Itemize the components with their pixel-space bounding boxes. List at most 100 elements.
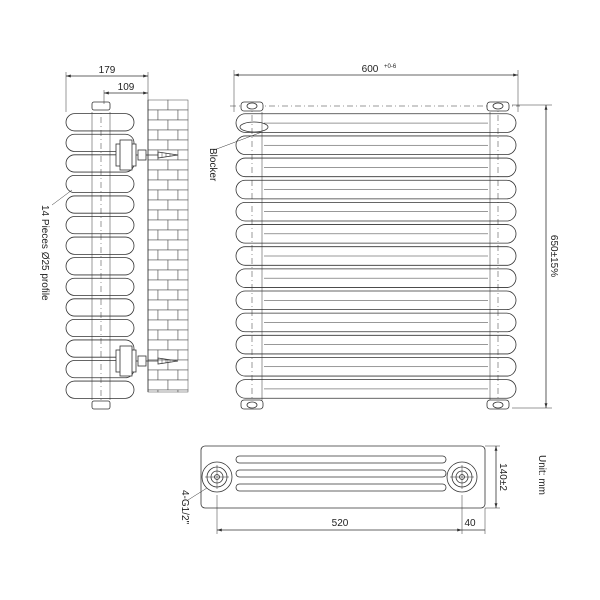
wall-brick [177,329,189,341]
wall-brick [177,189,189,201]
plan-slot [235,483,447,492]
front-height-dimension: 650±15% [548,235,559,277]
wall-brick [147,289,159,301]
wall-brick [167,259,189,271]
bracket-depth-dimension: 109 [118,82,135,93]
side-tube-row [65,195,135,214]
lower-wall-bracket [115,345,179,377]
plan-slot [235,455,447,464]
wall-brick [157,309,179,321]
front-bottom-left-plug [240,399,264,410]
wall-brick [147,159,169,171]
wall-brick [147,169,159,181]
wall-brick [147,369,159,381]
wall-brick [177,209,189,221]
side-tube-row [65,380,135,399]
side-view: 179 109 14 Pieces Ø25 profile [39,65,189,410]
wall-brick [147,99,169,111]
left-connection [201,461,233,493]
front-width-dimension: 600 [362,64,379,75]
wall-brick [157,189,179,201]
wall-brick [147,219,169,231]
wall-brick [177,309,189,321]
right-connection [446,461,478,493]
wall-brick [177,289,189,301]
plan-length-dimension: 520 [332,518,349,529]
wall-brick [147,199,169,211]
wall-brick [177,109,189,121]
wall-brick [147,269,159,281]
side-tube-row [65,257,135,276]
wall-brick [147,179,169,191]
side-tube-row [65,216,135,235]
wall-brick [157,369,179,381]
wall-brick [147,209,159,221]
wall-brick [177,389,189,393]
wall-brick [147,379,169,391]
wall-brick [157,169,179,181]
side-tube-row [65,236,135,255]
wall-brick [157,249,179,261]
wall-brick [147,189,159,201]
plan-offset-dimension: 40 [464,518,476,529]
plan-slots [235,455,447,492]
front-top-left-plug [240,101,264,112]
wall-brick [147,329,159,341]
wall-brick [157,389,179,393]
wall-brick [147,129,159,141]
wall-brick [167,359,189,371]
wall-brick [157,329,179,341]
front-width-tolerance: +0-6 [384,64,397,70]
blocker-label: Blocker [207,148,218,182]
wall-brick [167,279,189,291]
wall-brick [167,339,189,351]
wall-brick [147,349,159,361]
upper-wall-bracket [115,139,179,171]
wall-brick [147,279,169,291]
wall-brick [157,129,179,141]
wall-brick [177,129,189,141]
wall-brick [147,389,159,393]
brick-wall [147,99,189,393]
side-bottom-cap [91,400,111,410]
side-tube-row [65,298,135,317]
wall-brick [157,289,179,301]
wall-brick [157,109,179,121]
wall-brick [177,169,189,181]
plan-view: 4-G1/2" 520 40 140±2 Unit: mm [179,445,547,534]
wall-brick [147,299,169,311]
unit-note: Unit: mm [536,455,547,495]
wall-brick [177,349,189,361]
wall-brick [167,99,189,111]
side-tube-row [65,277,135,296]
wall-brick [167,319,189,331]
wall-brick [177,269,189,281]
wall-brick [147,119,169,131]
wall-brick [147,339,169,351]
wall-brick [147,229,159,241]
wall-brick [157,269,179,281]
wall-brick [167,159,189,171]
wall-brick [157,229,179,241]
wall-brick [157,209,179,221]
front-bottom-right-plug [486,399,510,410]
plan-slot [235,469,447,478]
wall-brick [167,139,189,151]
front-top-right-plug [486,101,510,112]
wall-brick [167,239,189,251]
wall-brick [177,369,189,381]
front-view: Blocker 600 +0-6 650±15% [207,64,559,410]
wall-brick [177,229,189,241]
wall-brick [167,199,189,211]
side-tube-row [65,113,135,132]
wall-brick [147,109,159,121]
wall-brick [167,219,189,231]
wall-brick [147,239,169,251]
plan-outline [200,445,486,509]
side-depth-dimension: 179 [99,65,116,76]
wall-brick [167,119,189,131]
wall-brick [167,179,189,191]
wall-brick [167,299,189,311]
front-section-stack [230,102,520,410]
